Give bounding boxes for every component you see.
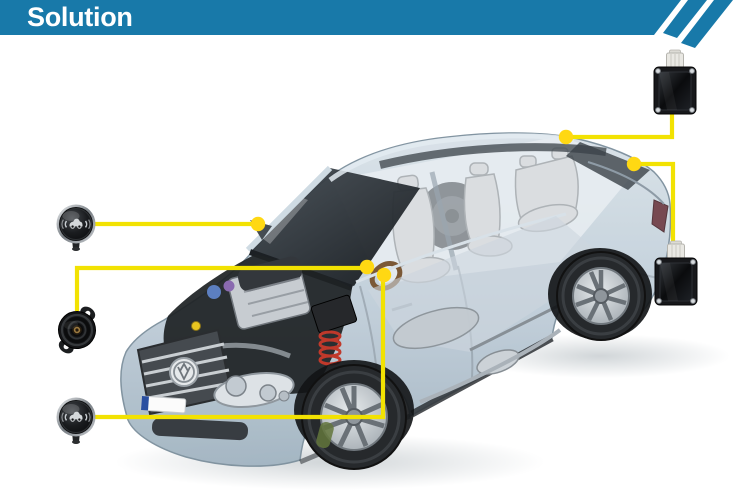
node-dashboard	[359, 259, 375, 275]
fuel-tank	[392, 306, 480, 350]
b-pillar	[429, 171, 459, 271]
lower-intake	[152, 417, 248, 441]
wire-module-upper	[566, 112, 675, 140]
brake-caliper	[316, 421, 334, 449]
rear-wheel	[556, 251, 646, 341]
node-rear-deck	[626, 156, 642, 172]
wire-buzzer	[74, 265, 366, 311]
wire-button-lower	[95, 276, 386, 420]
suspension-spring	[318, 330, 342, 366]
node-windshield	[250, 216, 266, 232]
wire-module-lower	[634, 161, 676, 241]
banner-bar	[0, 0, 681, 35]
connector-nodes	[250, 129, 642, 283]
banner-stripe-2	[681, 0, 733, 48]
node-roof-rear	[558, 129, 574, 145]
connector-wires	[74, 112, 676, 420]
coolant-reservoir	[207, 285, 221, 299]
button-tag-upper	[55, 203, 97, 252]
headlight	[213, 372, 295, 408]
front-bumper	[140, 395, 248, 441]
siren-buzzer	[58, 306, 96, 354]
battery	[310, 294, 358, 334]
node-steering-column	[376, 267, 392, 283]
front-wheel	[301, 364, 407, 470]
banner-stripe-1	[663, 0, 707, 38]
exhaust-pipe	[419, 328, 562, 404]
header-banner	[0, 0, 733, 48]
fluid-reservoir	[223, 280, 235, 292]
banner-stripes	[663, 0, 733, 48]
vw-badge	[169, 357, 199, 387]
page-title: Solution	[27, 2, 133, 32]
button-tag-lower	[55, 396, 97, 445]
driveshaft	[469, 300, 567, 352]
control-module-upper	[653, 49, 697, 115]
front-grille	[136, 328, 234, 416]
oil-cap	[191, 321, 201, 331]
